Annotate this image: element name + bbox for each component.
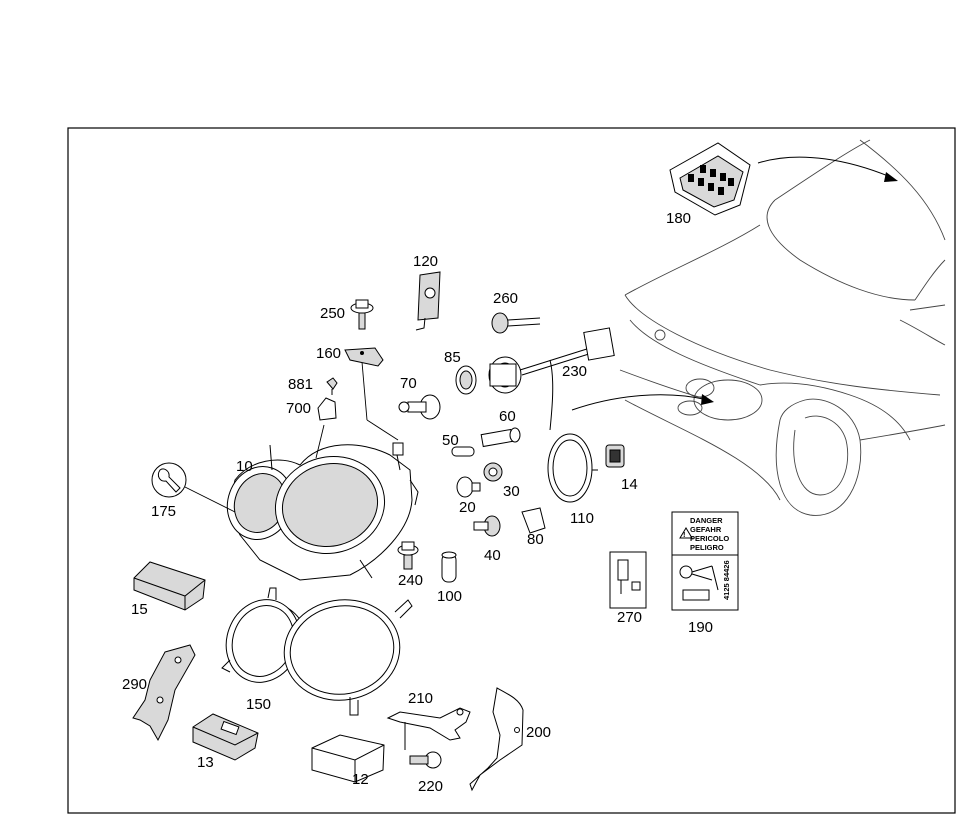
label-230: 230	[562, 363, 587, 380]
warning-line-1: DANGER	[690, 516, 723, 525]
label-700: 700	[286, 400, 311, 417]
label-200: 200	[526, 724, 551, 741]
part-13-module	[192, 713, 259, 761]
part-260-socket	[491, 312, 541, 334]
part-160-bracket	[344, 347, 384, 367]
warning-line-2: GEFAHR	[690, 525, 722, 534]
label-85: 85	[444, 349, 461, 366]
part-labels: 180 120 260 250 160 85 230 881 70 700 60…	[122, 210, 713, 795]
label-110: 110	[570, 510, 594, 527]
diagram-frame	[67, 127, 956, 814]
lamp-hazard-icon	[679, 565, 719, 601]
part-30-socket	[483, 462, 503, 482]
label-13: 13	[197, 754, 214, 771]
label-270: 270	[617, 609, 642, 626]
warning-label-code: 4125 84426	[722, 560, 731, 600]
label-12: 12	[352, 771, 369, 788]
part-80-sleeve	[521, 507, 546, 534]
high-voltage-warning-icon	[679, 527, 693, 539]
part-881-clip	[326, 377, 338, 395]
label-14: 14	[621, 476, 638, 493]
part-100-spacer	[441, 551, 457, 583]
label-250: 250	[320, 305, 345, 322]
part-230-harness	[519, 327, 615, 431]
label-80: 80	[527, 531, 544, 548]
part-700-adjuster	[317, 397, 337, 421]
part-250-bolt	[350, 299, 374, 330]
wrench-icon	[151, 462, 187, 498]
part-220-bolt	[409, 751, 442, 769]
label-260: 260	[493, 290, 518, 307]
label-881: 881	[288, 376, 313, 393]
leader-lines	[184, 361, 399, 513]
label-150: 150	[246, 696, 271, 713]
label-160: 160	[316, 345, 341, 362]
part-190-warning-label: ! DANGER GEFAHR PERICOLO PELIGRO 4125 84…	[671, 511, 739, 611]
label-30: 30	[503, 483, 520, 500]
part-120-module	[415, 271, 441, 331]
label-180: 180	[666, 210, 691, 227]
part-14-cap	[605, 444, 625, 468]
part-210-bracket	[386, 707, 471, 750]
part-270-label	[609, 551, 647, 609]
label-240: 240	[398, 572, 423, 589]
part-20-bulb	[456, 476, 481, 498]
part-15-module	[133, 561, 206, 611]
part-150-frame	[221, 587, 413, 716]
label-290: 290	[122, 676, 147, 693]
car-outline	[619, 139, 946, 516]
label-15: 15	[131, 601, 148, 618]
label-10: 10	[236, 458, 253, 475]
label-100: 100	[437, 588, 462, 605]
label-220: 220	[418, 778, 443, 795]
label-210: 210	[408, 690, 433, 707]
label-120: 120	[413, 253, 438, 270]
warning-line-3: PERICOLO	[690, 534, 729, 543]
part-40-bulb	[473, 515, 501, 537]
label-190: 190	[688, 619, 713, 636]
part-12-module	[311, 734, 385, 783]
part-240-bolt	[397, 541, 419, 570]
label-70: 70	[400, 375, 417, 392]
part-70-bulb	[398, 394, 441, 420]
part-10-headlamp-housing	[226, 442, 419, 581]
part-180-control-unit	[669, 142, 751, 216]
warning-line-4: PELIGRO	[690, 543, 724, 552]
part-200-bracket	[469, 687, 524, 792]
part-85-bulb-holder	[455, 356, 522, 395]
label-20: 20	[459, 499, 476, 516]
svg-text:!: !	[683, 530, 686, 539]
label-60: 60	[499, 408, 516, 425]
label-40: 40	[484, 547, 501, 564]
label-175: 175	[151, 503, 176, 520]
part-60-socket	[480, 427, 521, 448]
part-50-bulb	[451, 446, 475, 457]
part-290-bracket	[132, 644, 196, 742]
label-50: 50	[442, 432, 459, 449]
pointer-arrows	[571, 156, 898, 411]
part-110-ring	[547, 433, 598, 503]
